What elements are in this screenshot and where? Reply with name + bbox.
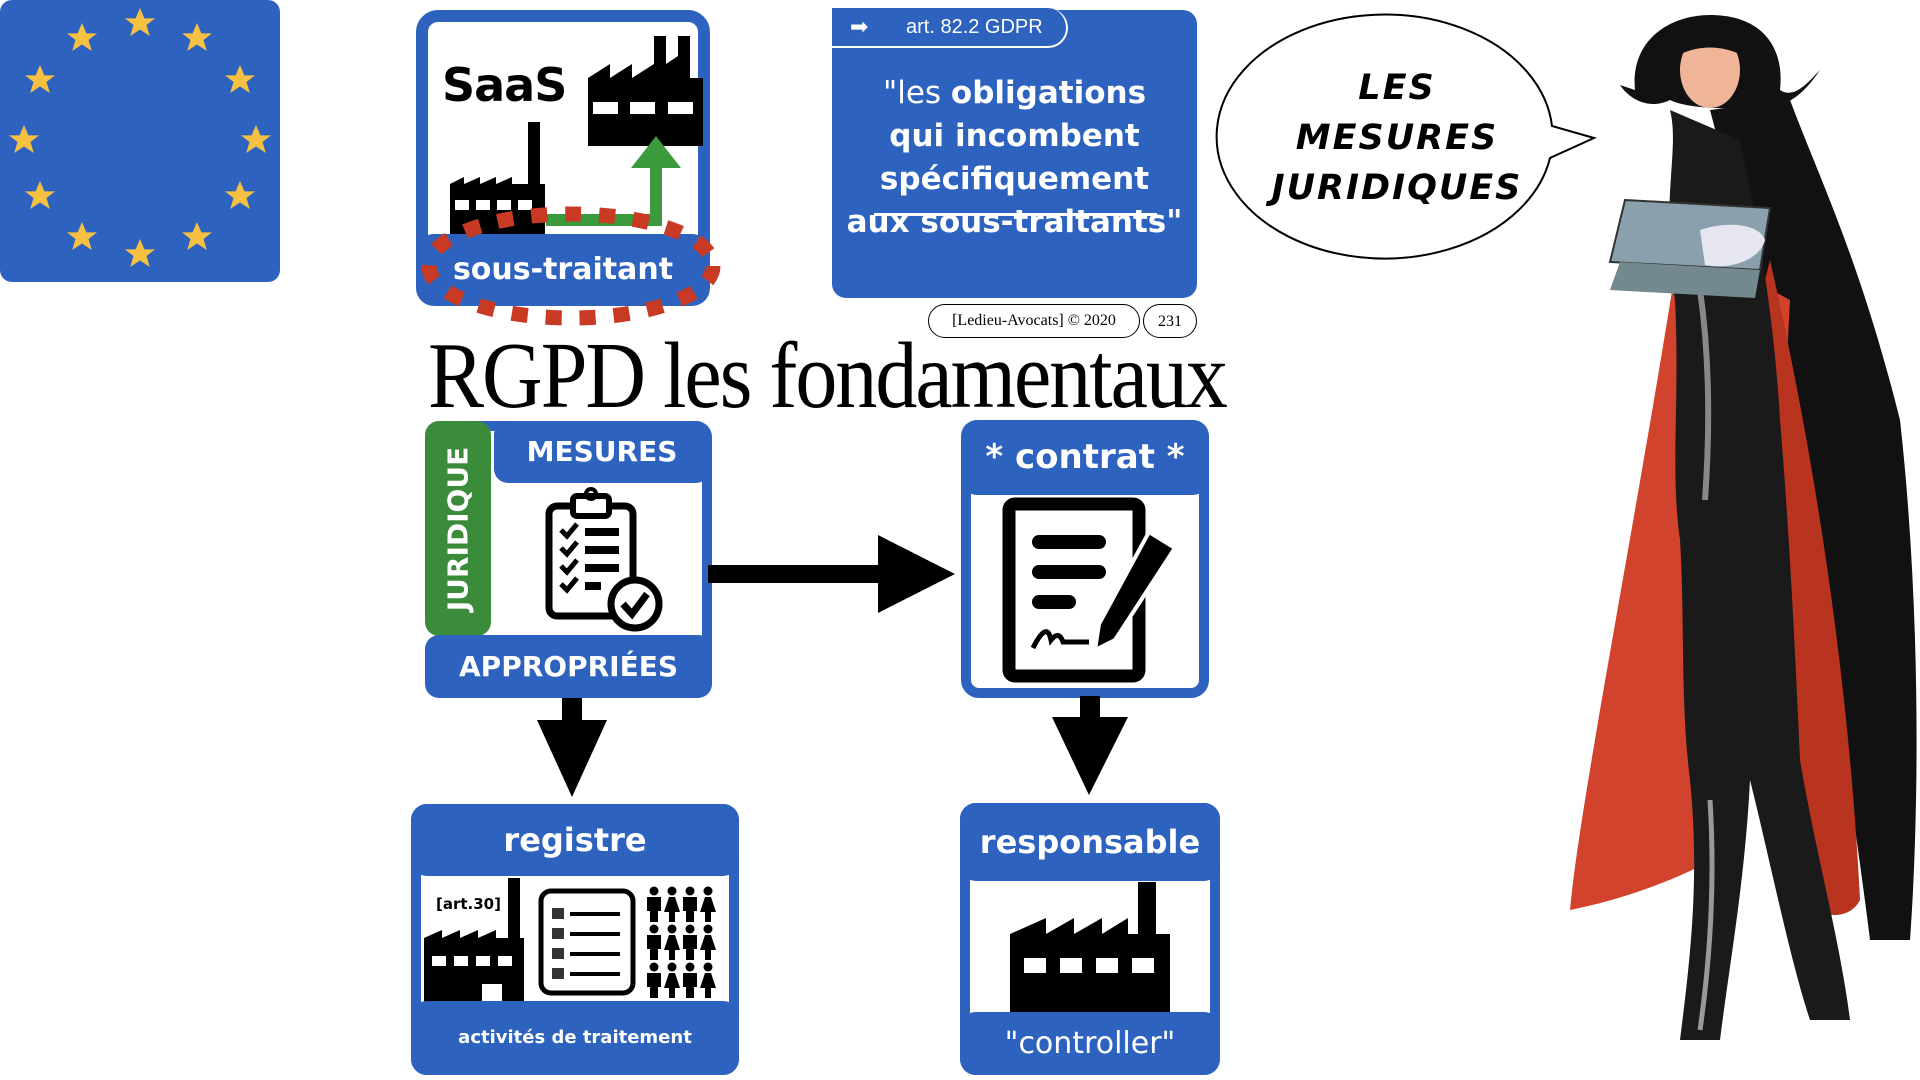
saas-label: SaaS (442, 58, 567, 112)
arrow-right-icon (708, 535, 955, 613)
factory-icon (1010, 882, 1170, 1012)
signed-document-icon (1002, 497, 1178, 683)
quote-line-1-normal: "les (882, 75, 951, 111)
speech-bubble-shape (1215, 13, 1597, 260)
quote-line-3: spécifiquement (879, 161, 1150, 197)
factory-icon (588, 36, 703, 146)
copyright-credit: [Ledieu-Avocats] © 2020 (928, 304, 1140, 338)
person-icon (647, 962, 661, 998)
page-number: 231 (1143, 304, 1197, 338)
person-icon (683, 962, 697, 998)
contrat-header: * contrat * (961, 420, 1209, 495)
factory-icon (424, 878, 524, 1003)
bubble-line-2: MESURES (1295, 118, 1499, 158)
list-icon (538, 888, 636, 996)
quote-line-4: aux sous-traitants" (846, 204, 1183, 240)
registre-footer: activités de traitement (411, 1001, 739, 1075)
subcontractor-label: sous-traitant (416, 234, 710, 306)
article-reference-badge: ➡ art. 82.2 GDPR (832, 8, 1068, 48)
clipboard-checklist-icon (545, 487, 663, 632)
person-icon (683, 886, 697, 922)
person-icon (700, 962, 716, 998)
person-icon (664, 886, 680, 922)
article-reference: art. 82.2 GDPR (906, 15, 1043, 38)
person-icon (664, 962, 680, 998)
arrow-up-icon (546, 136, 681, 226)
controller-footer: "controller" (960, 1012, 1220, 1075)
responsable-header: responsable (960, 803, 1220, 881)
article-quote-text: "les obligations qui incombent spécifiqu… (832, 72, 1197, 244)
registre-header: registre (411, 804, 739, 876)
person-icon (647, 886, 661, 922)
people-group-icon (647, 886, 716, 998)
arrow-down-icon (537, 698, 607, 797)
quote-line-2: qui incombent (889, 118, 1140, 154)
mesures-header: MESURES (494, 421, 710, 483)
eu-regulation-badge: Règlement UE RGPD - GDPR N°2016/679 donn… (0, 0, 1043, 282)
person-icon (683, 924, 697, 960)
article-30-label: [art.30] (436, 895, 501, 913)
quote-line-1-bold: obligations (950, 75, 1147, 111)
character-illustration (1570, 15, 1917, 1040)
person-icon (647, 924, 661, 960)
slide-title: RGPD les fondamentaux (428, 324, 1228, 429)
person-icon (700, 924, 716, 960)
dotted-highlight-ellipse (421, 206, 721, 326)
bubble-line-1: LES (1358, 68, 1436, 108)
appropriees-footer: APPROPRIÉES (425, 635, 712, 698)
person-icon (664, 924, 680, 960)
saas-subcontractor-card: SaaS sous-traitant (416, 10, 721, 326)
article-quote-card: ➡ art. 82.2 GDPR "les obligations qui in… (832, 8, 1197, 298)
arrow-down-icon (1052, 696, 1128, 795)
juridique-side-tab: JURIDIQUE (425, 421, 491, 636)
bubble-line-3: JURIDIQUES (1271, 168, 1523, 208)
speech-bubble: LES MESURES JURIDIQUES (1215, 8, 1597, 260)
quote-underline (874, 213, 1157, 216)
factory-icon (450, 122, 545, 242)
arrow-right-icon: ➡ (850, 14, 869, 40)
juridique-label: JURIDIQUE (441, 446, 475, 611)
person-icon (700, 886, 716, 922)
